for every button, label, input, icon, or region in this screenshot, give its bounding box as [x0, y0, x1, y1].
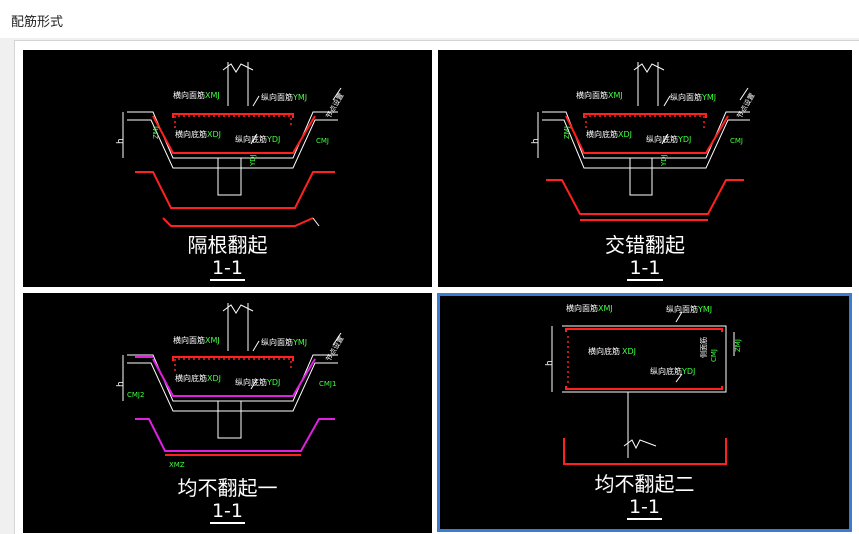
- section-label: 1-1: [627, 257, 663, 281]
- svg-text:YDJ: YDJ: [677, 135, 691, 144]
- svg-text:ZMJ: ZMJ: [734, 339, 742, 352]
- svg-text:XDJ: XDJ: [622, 347, 636, 356]
- window-titlebar: 配筋形式: [0, 0, 859, 38]
- option-caption-group: 均不翻起一 1-1: [23, 476, 432, 524]
- option-panel-staggered-bend[interactable]: 横向面筋 XMJ 纵向面筋 YMJ 横向底筋 XDJ 纵向底筋 YDJ CMJ …: [438, 50, 852, 287]
- svg-text:横向面筋: 横向面筋: [173, 90, 205, 100]
- svg-text:YDJ: YDJ: [249, 154, 257, 167]
- svg-text:h: h: [116, 381, 126, 387]
- svg-text:XMJ: XMJ: [205, 91, 220, 100]
- svg-text:h: h: [545, 360, 555, 366]
- svg-text:纵向底筋: 纵向底筋: [646, 134, 678, 144]
- option-panel-no-bend-1[interactable]: 横向面筋 XMJ 纵向面筋 YMJ 横向底筋 XDJ 纵向底筋 YDJ CMJ1…: [23, 293, 432, 533]
- svg-text:纵向面筋: 纵向面筋: [666, 304, 698, 314]
- diagram-staggered-bend: 横向面筋 XMJ 纵向面筋 YMJ 横向底筋 XDJ 纵向底筋 YDJ CMJ …: [531, 62, 757, 221]
- svg-text:ZMJ: ZMJ: [152, 126, 160, 139]
- svg-text:节点设置: 节点设置: [735, 91, 757, 120]
- section-label: 1-1: [626, 496, 663, 520]
- svg-text:YDJ: YDJ: [660, 154, 668, 167]
- svg-text:YDJ: YDJ: [266, 378, 280, 387]
- svg-text:CMJ2: CMJ2: [127, 391, 144, 399]
- svg-text:纵向面筋: 纵向面筋: [670, 92, 702, 102]
- svg-text:YDJ: YDJ: [266, 135, 280, 144]
- diagram-no-bend-1: 横向面筋 XMJ 纵向面筋 YMJ 横向底筋 XDJ 纵向底筋 YDJ CMJ1…: [116, 303, 346, 469]
- svg-text:h: h: [116, 138, 126, 144]
- svg-text:横向底筋: 横向底筋: [175, 129, 207, 139]
- option-caption: 均不翻起一: [177, 476, 278, 500]
- section-label: 1-1: [209, 500, 246, 524]
- svg-text:横向面筋: 横向面筋: [566, 303, 598, 313]
- svg-text:YMJ: YMJ: [701, 93, 716, 102]
- option-caption-group: 交错翻起 1-1: [438, 233, 852, 281]
- svg-text:纵向面筋: 纵向面筋: [261, 92, 293, 102]
- svg-text:节点设置: 节点设置: [324, 334, 346, 363]
- option-caption: 交错翻起: [605, 233, 685, 257]
- svg-text:CMJ: CMJ: [710, 349, 718, 362]
- svg-text:YMJ: YMJ: [697, 305, 712, 314]
- svg-text:节点设置: 节点设置: [324, 91, 346, 120]
- svg-text:YDJ: YDJ: [681, 367, 695, 376]
- svg-text:横向底筋: 横向底筋: [175, 373, 207, 383]
- svg-text:YMJ: YMJ: [292, 93, 307, 102]
- svg-text:XDJ: XDJ: [207, 374, 221, 383]
- svg-text:XDJ: XDJ: [618, 130, 632, 139]
- svg-text:纵向底筋: 纵向底筋: [235, 377, 267, 387]
- option-panel-no-bend-2[interactable]: 横向面筋 XMJ 纵向面筋 YMJ 横向底筋 XDJ 纵向底筋 YDJ 侧面筋 …: [437, 293, 852, 532]
- svg-text:XMJ: XMJ: [205, 336, 220, 345]
- svg-text:纵向底筋: 纵向底筋: [235, 134, 267, 144]
- option-panel-alternate-bend[interactable]: 横向面筋 XMJ 纵向面筋 YMJ 横向底筋 XDJ 纵向底筋 YDJ CMJ …: [23, 50, 432, 287]
- svg-text:侧面筋: 侧面筋: [699, 337, 708, 358]
- diagram-no-bend-2: 横向面筋 XMJ 纵向面筋 YMJ 横向底筋 XDJ 纵向底筋 YDJ 侧面筋 …: [545, 303, 742, 465]
- svg-text:h: h: [531, 138, 541, 144]
- section-label: 1-1: [209, 257, 246, 281]
- svg-text:CMJ: CMJ: [316, 137, 329, 145]
- option-caption: 隔根翻起: [187, 233, 268, 257]
- svg-text:横向底筋: 横向底筋: [586, 129, 618, 139]
- svg-text:纵向底筋: 纵向底筋: [650, 366, 682, 376]
- window-title: 配筋形式: [11, 15, 64, 30]
- svg-text:CMJ1: CMJ1: [319, 380, 336, 388]
- svg-text:YMJ: YMJ: [292, 338, 307, 347]
- svg-text:横向底筋: 横向底筋: [588, 346, 620, 356]
- option-caption-group: 隔根翻起 1-1: [23, 233, 432, 281]
- svg-text:纵向面筋: 纵向面筋: [261, 337, 293, 347]
- svg-text:ZMJ: ZMJ: [563, 126, 571, 139]
- option-caption-group: 均不翻起二 1-1: [440, 472, 849, 520]
- svg-text:XMZ: XMZ: [169, 461, 185, 469]
- svg-text:XMJ: XMJ: [598, 304, 613, 313]
- svg-text:XDJ: XDJ: [207, 130, 221, 139]
- diagram-alternate-bend: 横向面筋 XMJ 纵向面筋 YMJ 横向底筋 XDJ 纵向底筋 YDJ CMJ …: [116, 62, 346, 227]
- svg-text:横向面筋: 横向面筋: [173, 335, 205, 345]
- svg-text:CMJ: CMJ: [730, 137, 743, 145]
- svg-text:XMJ: XMJ: [608, 91, 623, 100]
- option-caption: 均不翻起二: [594, 472, 695, 496]
- svg-text:横向面筋: 横向面筋: [576, 90, 608, 100]
